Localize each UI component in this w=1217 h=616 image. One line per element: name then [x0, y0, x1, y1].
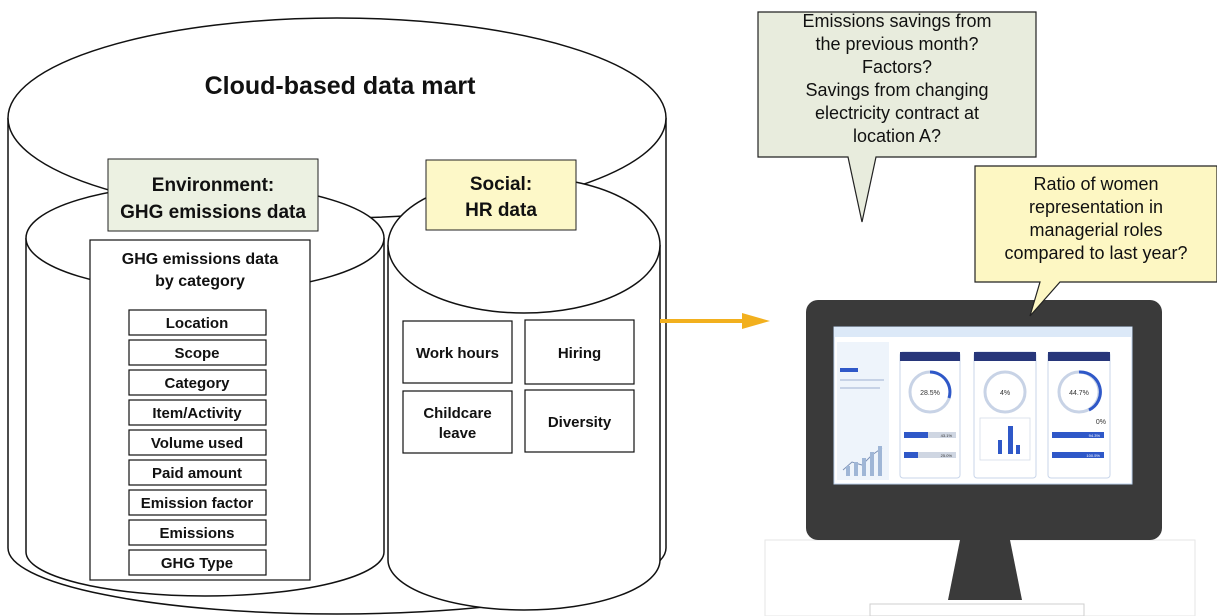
- emissions-callout: [757, 11, 1037, 223]
- ghg-item-box: [128, 339, 267, 366]
- gauge-value-1: 28.5%: [920, 390, 940, 397]
- hr-data-label: Work hours: [416, 345, 499, 362]
- flow-arrow: [660, 313, 770, 329]
- ghg-item-label: Scope: [174, 345, 219, 362]
- hr-data-label: Diversity: [548, 414, 612, 431]
- ghg-item-label: Volume used: [151, 435, 243, 452]
- ghg-panel-title-line1: GHG emissions data: [122, 251, 279, 268]
- hr-data-label: leave: [439, 425, 477, 442]
- ghg-item-label: Category: [164, 375, 230, 392]
- environment-label: Environment: GHG emissions data: [107, 158, 319, 232]
- callout-line: Ratio of women: [1033, 174, 1158, 194]
- bar-value-1: 43.1%: [941, 433, 953, 438]
- hr-data-box: [402, 320, 513, 384]
- ghg-item-box: [128, 429, 267, 456]
- women-callout-text: Ratio of women representation in manageria…: [1004, 174, 1187, 263]
- gauge-value-3: 44.7%: [1069, 390, 1089, 397]
- ghg-item-box: [128, 369, 267, 396]
- callout-line: Factors?: [862, 57, 932, 77]
- ghg-category-list: LocationScopeCategoryItem/ActivityVolume…: [128, 309, 267, 576]
- social-label-line2: HR data: [465, 200, 537, 221]
- ghg-item-label: Location: [166, 315, 229, 332]
- callout-line: compared to last year?: [1004, 243, 1187, 263]
- hr-data-label: Childcare: [423, 405, 491, 422]
- emissions-callout-text: Emissions savings from the previous month…: [802, 11, 991, 146]
- hr-data-box: [524, 319, 635, 385]
- ghg-item-label: Item/Activity: [152, 405, 242, 422]
- ghg-panel-title-line2: by category: [155, 273, 245, 290]
- callout-line: Savings from changing: [805, 80, 988, 100]
- callout-line: Emissions savings from: [802, 11, 991, 31]
- social-label: Social: HR data: [425, 159, 577, 231]
- ghg-item-label: Emission factor: [141, 495, 254, 512]
- ghg-item-box: [128, 489, 267, 516]
- ghg-item-box: [128, 399, 267, 426]
- ghg-item-box: [128, 549, 267, 576]
- environment-label-line2: GHG emissions data: [120, 202, 306, 223]
- women-ratio-callout: [974, 165, 1217, 317]
- callout-line: the previous month?: [815, 34, 978, 54]
- ghg-item-label: GHG Type: [161, 555, 233, 572]
- ghg-item-box: [128, 459, 267, 486]
- dashboard-screen: 28.5% 4% 44.7% 43.1% 25.0% 94.3% 100.5% …: [833, 326, 1133, 485]
- ghg-item-box: [128, 519, 267, 546]
- hr-data-box: [524, 389, 635, 453]
- callout-line: representation in: [1029, 197, 1163, 217]
- bar-value-3: 94.3%: [1089, 433, 1101, 438]
- ghg-item-box: [128, 309, 267, 336]
- ghg-item-label: Paid amount: [152, 465, 242, 482]
- environment-label-line1: Environment:: [152, 175, 274, 196]
- gauge-value-2: 4%: [1000, 390, 1010, 397]
- side-value: 0%: [1096, 419, 1106, 426]
- callout-line: electricity contract at: [815, 103, 979, 123]
- hr-data-box: [402, 390, 513, 454]
- ghg-item-label: Emissions: [159, 525, 234, 542]
- callout-line: location A?: [853, 126, 941, 146]
- bar-value-4: 100.5%: [1086, 453, 1100, 458]
- datamart-title: Cloud-based data mart: [205, 72, 477, 100]
- callout-line: managerial roles: [1029, 220, 1162, 240]
- social-label-line1: Social:: [470, 174, 532, 195]
- hr-data-label: Hiring: [558, 345, 601, 362]
- bar-value-2: 25.0%: [941, 453, 953, 458]
